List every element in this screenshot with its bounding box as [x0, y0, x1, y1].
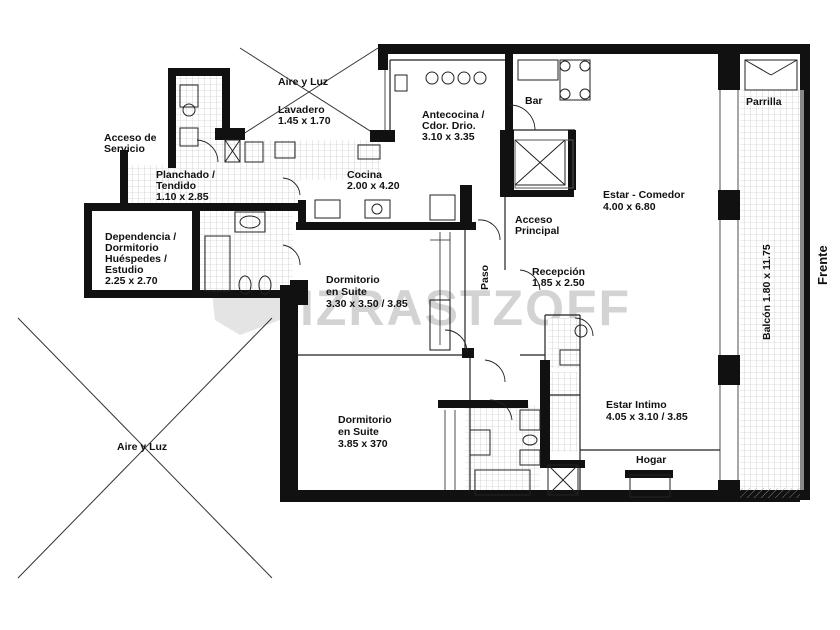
room-label-line: Tendido	[156, 180, 196, 192]
room-label-line: Antecocina /	[422, 109, 485, 121]
room-label-bar: Bar	[525, 95, 543, 107]
room-label-line: Balcón 1.80 x 11.75	[761, 244, 773, 340]
room-label-line: 4.00 x 6.80	[603, 201, 656, 213]
room-label-line: 2.25 x 2.70	[105, 275, 158, 287]
room-label-line: 1.10 x 2.85	[156, 191, 209, 203]
light-well-top	[239, 47, 379, 137]
room-label-line: Dormitorio	[338, 414, 392, 426]
room-label-hogar: Hogar	[636, 454, 666, 466]
room-label-line: Huéspedes /	[105, 253, 167, 265]
room-label-line: 3.30 x 3.50 / 3.85	[326, 298, 408, 310]
room-label-line: Acceso	[515, 214, 552, 226]
room-label-line: Acceso de	[104, 132, 157, 144]
room-label-line: Estar Intimo	[606, 399, 667, 411]
room-label-aire-luz-top: Aire y Luz	[278, 76, 328, 88]
room-label-line: 1.45 x 1.70	[278, 115, 331, 127]
room-label-line: Dormitorio	[326, 274, 380, 286]
light-well-left	[17, 317, 273, 579]
room-label-line: 3.10 x 3.35	[422, 131, 475, 143]
front-label: Frente	[815, 245, 830, 285]
room-label-line: Planchado /	[156, 169, 215, 181]
room-label-line: Dormitorio	[105, 242, 159, 254]
room-label-line: Parrilla	[746, 96, 782, 108]
room-label-line: Servicio	[104, 143, 145, 155]
room-label-aire-luz-left: Aire y Luz	[117, 441, 167, 453]
room-label-line: 4.05 x 3.10 / 3.85	[606, 411, 688, 423]
room-label-line: Bar	[525, 95, 543, 107]
room-label-line: Estar - Comedor	[603, 189, 685, 201]
walls	[84, 44, 810, 502]
room-label-line: Cocina	[347, 169, 382, 181]
room-label-balcon: Balcón 1.80 x 11.75	[761, 244, 773, 340]
room-label-line: en Suite	[326, 286, 367, 298]
room-label-line: 3.85 x 370	[338, 438, 388, 450]
room-label-line: Recepción	[532, 266, 585, 278]
room-label-line: 2.00 x 4.20	[347, 180, 400, 192]
room-label-line: Paso	[479, 265, 491, 290]
room-label-line: Estudio	[105, 264, 144, 276]
floor-tiles	[128, 75, 800, 500]
room-label-line: Principal	[515, 225, 559, 237]
room-label-line: Aire y Luz	[117, 441, 167, 453]
room-label-antecocina: Antecocina /Cdor. Drio.3.10 x 3.35	[422, 109, 485, 143]
room-label-parrilla: Parrilla	[746, 96, 782, 108]
room-label-line: Aire y Luz	[278, 76, 328, 88]
fixtures	[179, 59, 798, 498]
door-swings	[196, 104, 594, 421]
room-label-paso: Paso	[479, 265, 491, 290]
room-label-line: 1.85 x 2.50	[532, 277, 585, 289]
balcony-railing	[740, 90, 804, 498]
room-label-line: Dependencia /	[105, 231, 176, 243]
room-label-line: Cdor. Drio.	[422, 120, 476, 132]
room-label-line: Hogar	[636, 454, 666, 466]
room-label-line: en Suite	[338, 426, 379, 438]
room-label-line: Lavadero	[278, 104, 325, 116]
